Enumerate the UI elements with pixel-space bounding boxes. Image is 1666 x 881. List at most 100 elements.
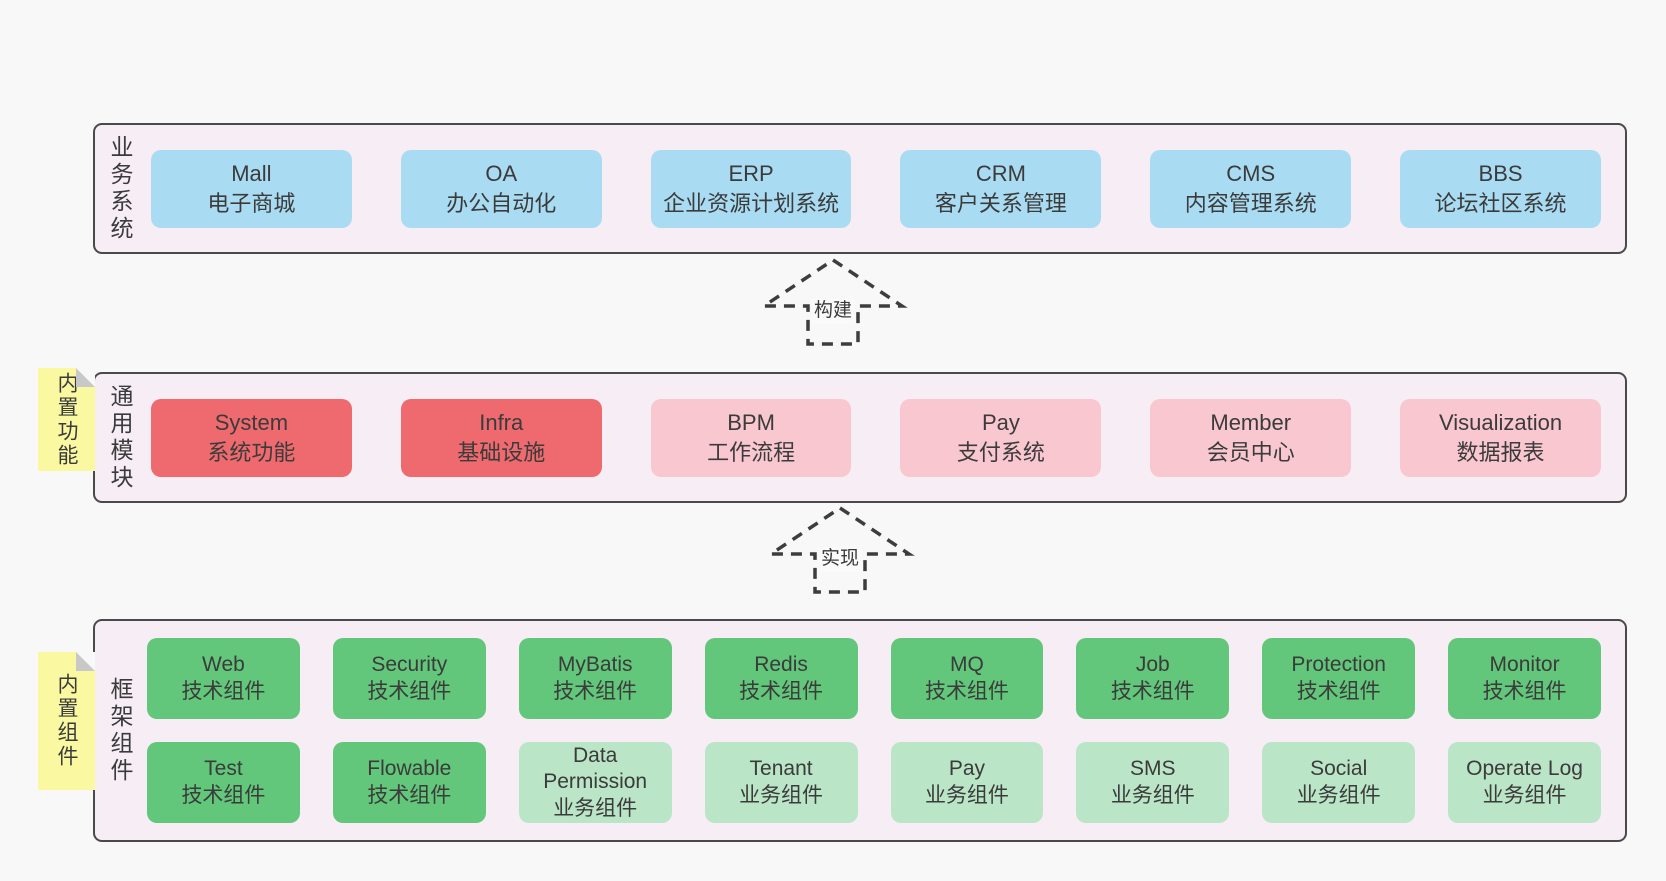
box-desc: 支付系统	[956, 439, 1045, 465]
up-arrow-build: 构建	[758, 256, 908, 348]
box-desc: 系统功能	[207, 439, 296, 465]
dashed-up-arrow-icon	[765, 505, 915, 594]
box-name: Member	[1210, 410, 1292, 436]
layer-label-modules: 通用模块	[107, 383, 133, 492]
box-name: Test	[204, 757, 243, 781]
box-job: Job 技术组件	[1076, 638, 1230, 719]
box-web: Web 技术组件	[147, 638, 300, 719]
box-pay-component: Pay 业务组件	[890, 742, 1044, 823]
box-name: Social	[1310, 757, 1368, 781]
box-tenant: Tenant 业务组件	[704, 742, 858, 823]
box-name: Data Permission	[543, 744, 648, 794]
box-name: ERP	[728, 161, 774, 187]
module-box-row: System 系统功能 Infra 基础设施 BPM 工作流程 Pay 支付系统…	[131, 398, 1625, 477]
arrow-label-implement: 实现	[817, 547, 863, 572]
box-desc: 业务组件	[1296, 783, 1381, 807]
box-name: Operate Log	[1466, 757, 1583, 781]
box-name: Redis	[754, 653, 808, 677]
box-mybatis: MyBatis 技术组件	[518, 638, 672, 719]
up-arrow-implement: 实现	[765, 504, 915, 596]
box-security: Security 技术组件	[332, 638, 486, 719]
box-data-permission: Data Permission 业务组件	[518, 742, 672, 823]
box-name: SMS	[1130, 757, 1176, 781]
box-member: Member 会员中心	[1150, 398, 1352, 477]
box-name: CRM	[975, 161, 1026, 187]
box-desc: 技术组件	[1296, 679, 1381, 703]
layer-common-modules: 通用模块 System 系统功能 Infra 基础设施 BPM 工作流程 Pay…	[93, 372, 1627, 503]
box-desc: 技术组件	[367, 679, 452, 703]
box-desc: 办公自动化	[446, 190, 557, 216]
box-infra: Infra 基础设施	[400, 398, 602, 477]
box-flowable: Flowable 技术组件	[332, 742, 486, 823]
box-name: Pay	[981, 410, 1020, 436]
box-desc: 业务组件	[924, 783, 1009, 807]
box-name: Infra	[479, 410, 524, 436]
box-desc: 基础设施	[457, 439, 546, 465]
box-desc: 技术组件	[181, 679, 266, 703]
box-name: CMS	[1226, 161, 1276, 187]
box-monitor: Monitor 技术组件	[1448, 638, 1601, 719]
box-mall: Mall 电子商城	[151, 149, 352, 228]
box-social: Social 业务组件	[1262, 742, 1416, 823]
layer-label-business: 业务系统	[107, 134, 133, 243]
box-protection: Protection 技术组件	[1262, 638, 1416, 719]
box-pay-module: Pay 支付系统	[900, 398, 1102, 477]
box-desc: 会员中心	[1206, 439, 1295, 465]
box-desc: 电子商城	[207, 190, 296, 216]
box-visualization: Visualization 数据报表	[1400, 398, 1601, 477]
box-desc: 客户关系管理	[934, 190, 1067, 216]
box-name: Visualization	[1438, 410, 1563, 436]
box-desc: 企业资源计划系统	[663, 190, 840, 216]
box-name: Flowable	[367, 757, 452, 781]
box-name: Protection	[1291, 653, 1386, 677]
box-desc: 内容管理系统	[1184, 190, 1317, 216]
component-box-grid: Web 技术组件 Security 技术组件 MyBatis 技术组件 Redi…	[131, 638, 1625, 823]
box-crm: CRM 客户关系管理	[900, 149, 1102, 228]
box-system: System 系统功能	[151, 398, 352, 477]
box-desc: 论坛社区系统	[1434, 190, 1567, 216]
box-desc: 业务组件	[739, 783, 824, 807]
box-desc: 技术组件	[181, 783, 266, 807]
sticky-note-built-in-features: 内置功能	[38, 368, 95, 471]
box-oa: OA 办公自动化	[400, 149, 602, 228]
box-desc: 技术组件	[924, 679, 1009, 703]
box-mq: MQ 技术组件	[890, 638, 1044, 719]
dashed-up-arrow-icon	[758, 257, 908, 346]
box-name: Tenant	[749, 757, 813, 781]
box-erp: ERP 企业资源计划系统	[650, 149, 852, 228]
box-name: OA	[485, 161, 518, 187]
layer-framework-components: 框架组件 Web 技术组件 Security 技术组件 MyBatis 技术组件…	[93, 619, 1627, 842]
box-bbs: BBS 论坛社区系统	[1400, 149, 1601, 228]
box-name: BPM	[727, 410, 775, 436]
box-desc: 工作流程	[707, 439, 796, 465]
business-box-row: Mall 电子商城 OA 办公自动化 ERP 企业资源计划系统 CRM 客户关系…	[131, 149, 1625, 228]
note-text: 内置功能	[55, 371, 78, 468]
layer-label-components: 框架组件	[107, 676, 133, 785]
box-redis: Redis 技术组件	[704, 638, 858, 719]
box-desc: 技术组件	[367, 783, 452, 807]
box-name: Job	[1135, 653, 1170, 677]
box-name: BBS	[1478, 161, 1523, 187]
box-cms: CMS 内容管理系统	[1150, 149, 1352, 228]
box-desc: 业务组件	[1110, 783, 1195, 807]
box-operate-log: Operate Log 业务组件	[1448, 742, 1601, 823]
box-test: Test 技术组件	[147, 742, 300, 823]
box-desc: 技术组件	[1110, 679, 1195, 703]
sticky-note-built-in-components: 内置组件	[38, 652, 95, 790]
box-desc: 技术组件	[1482, 679, 1567, 703]
box-name: Mall	[231, 161, 272, 187]
box-desc: 技术组件	[553, 679, 638, 703]
layer-business-systems: 业务系统 Mall 电子商城 OA 办公自动化 ERP 企业资源计划系统 CRM…	[93, 123, 1627, 254]
note-text: 内置组件	[55, 673, 78, 769]
box-desc: 技术组件	[739, 679, 824, 703]
box-name: MQ	[950, 653, 984, 677]
box-name: Security	[371, 653, 448, 677]
box-name: MyBatis	[557, 653, 633, 677]
box-desc: 数据报表	[1456, 439, 1545, 465]
box-name: System	[214, 410, 289, 436]
box-name: Pay	[948, 757, 986, 781]
box-name: Web	[202, 653, 245, 677]
box-desc: 业务组件	[1482, 783, 1567, 807]
box-bpm: BPM 工作流程	[650, 398, 852, 477]
